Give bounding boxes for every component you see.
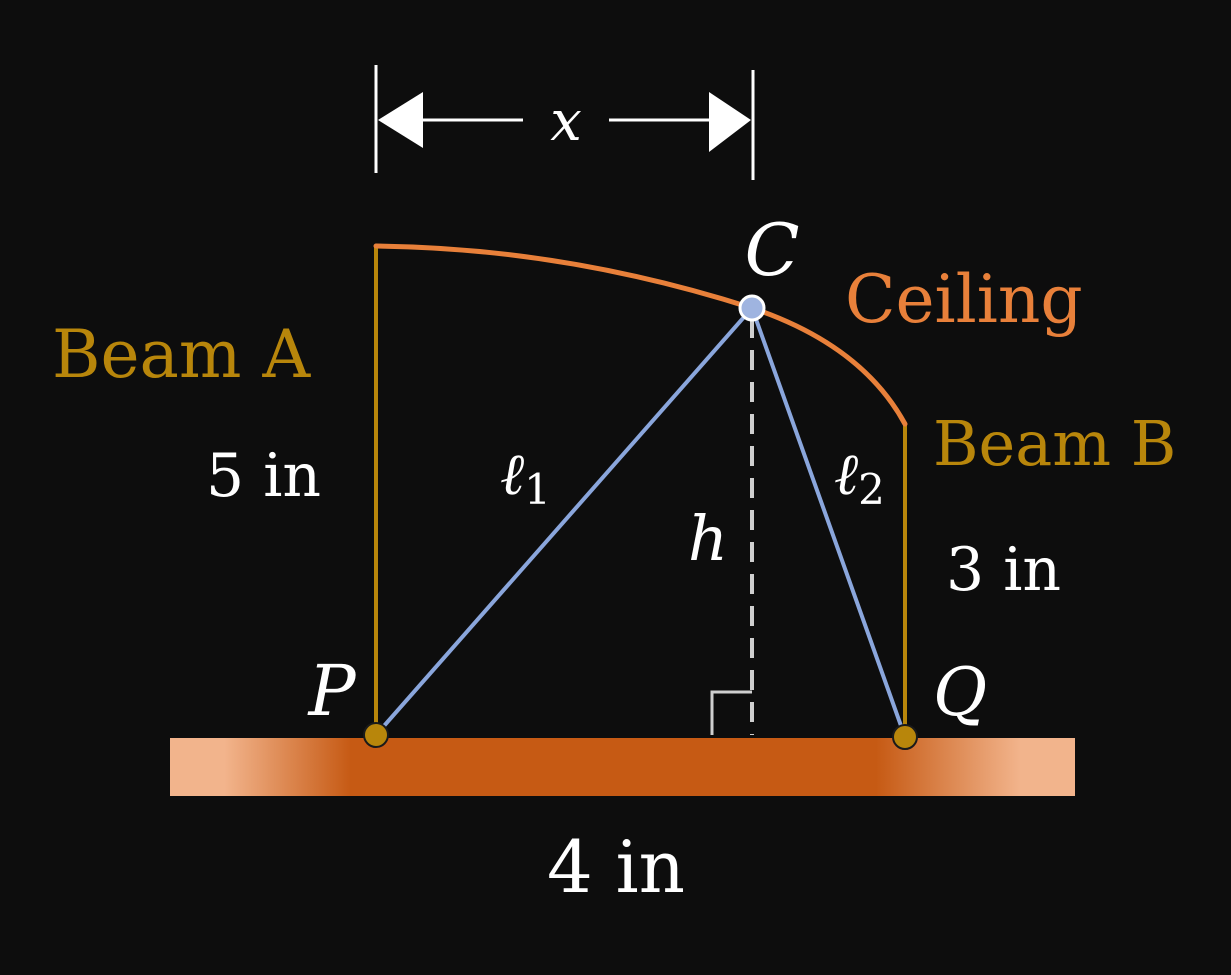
point-c <box>738 294 766 322</box>
ceiling-curve <box>373 243 908 427</box>
cable-l1 <box>374 306 754 737</box>
label-q: Q <box>933 654 987 731</box>
cable-l2 <box>750 307 907 738</box>
x-dimension-label: x <box>550 89 582 154</box>
label-beam-a: Beam A <box>52 316 311 393</box>
label-ceiling: Ceiling <box>845 261 1083 338</box>
point-p <box>363 722 389 748</box>
label-l2: ℓ2 <box>834 440 885 514</box>
x-dimension-left-arrowhead <box>378 92 423 148</box>
label-beam-b-length: 3 in <box>946 535 1061 605</box>
floor-bar <box>170 738 1075 796</box>
label-h: h <box>688 502 728 575</box>
label-beam-a-length: 5 in <box>206 441 321 511</box>
right-angle-marker <box>710 690 752 735</box>
label-l1: ℓ1 <box>500 440 551 514</box>
label-beam-b: Beam B <box>933 407 1176 480</box>
label-floor-length: 4 in <box>547 825 685 909</box>
x-dimension-right-arrowhead <box>709 92 751 152</box>
label-c: C <box>744 208 799 292</box>
point-q <box>892 724 918 750</box>
label-p: P <box>306 650 357 732</box>
